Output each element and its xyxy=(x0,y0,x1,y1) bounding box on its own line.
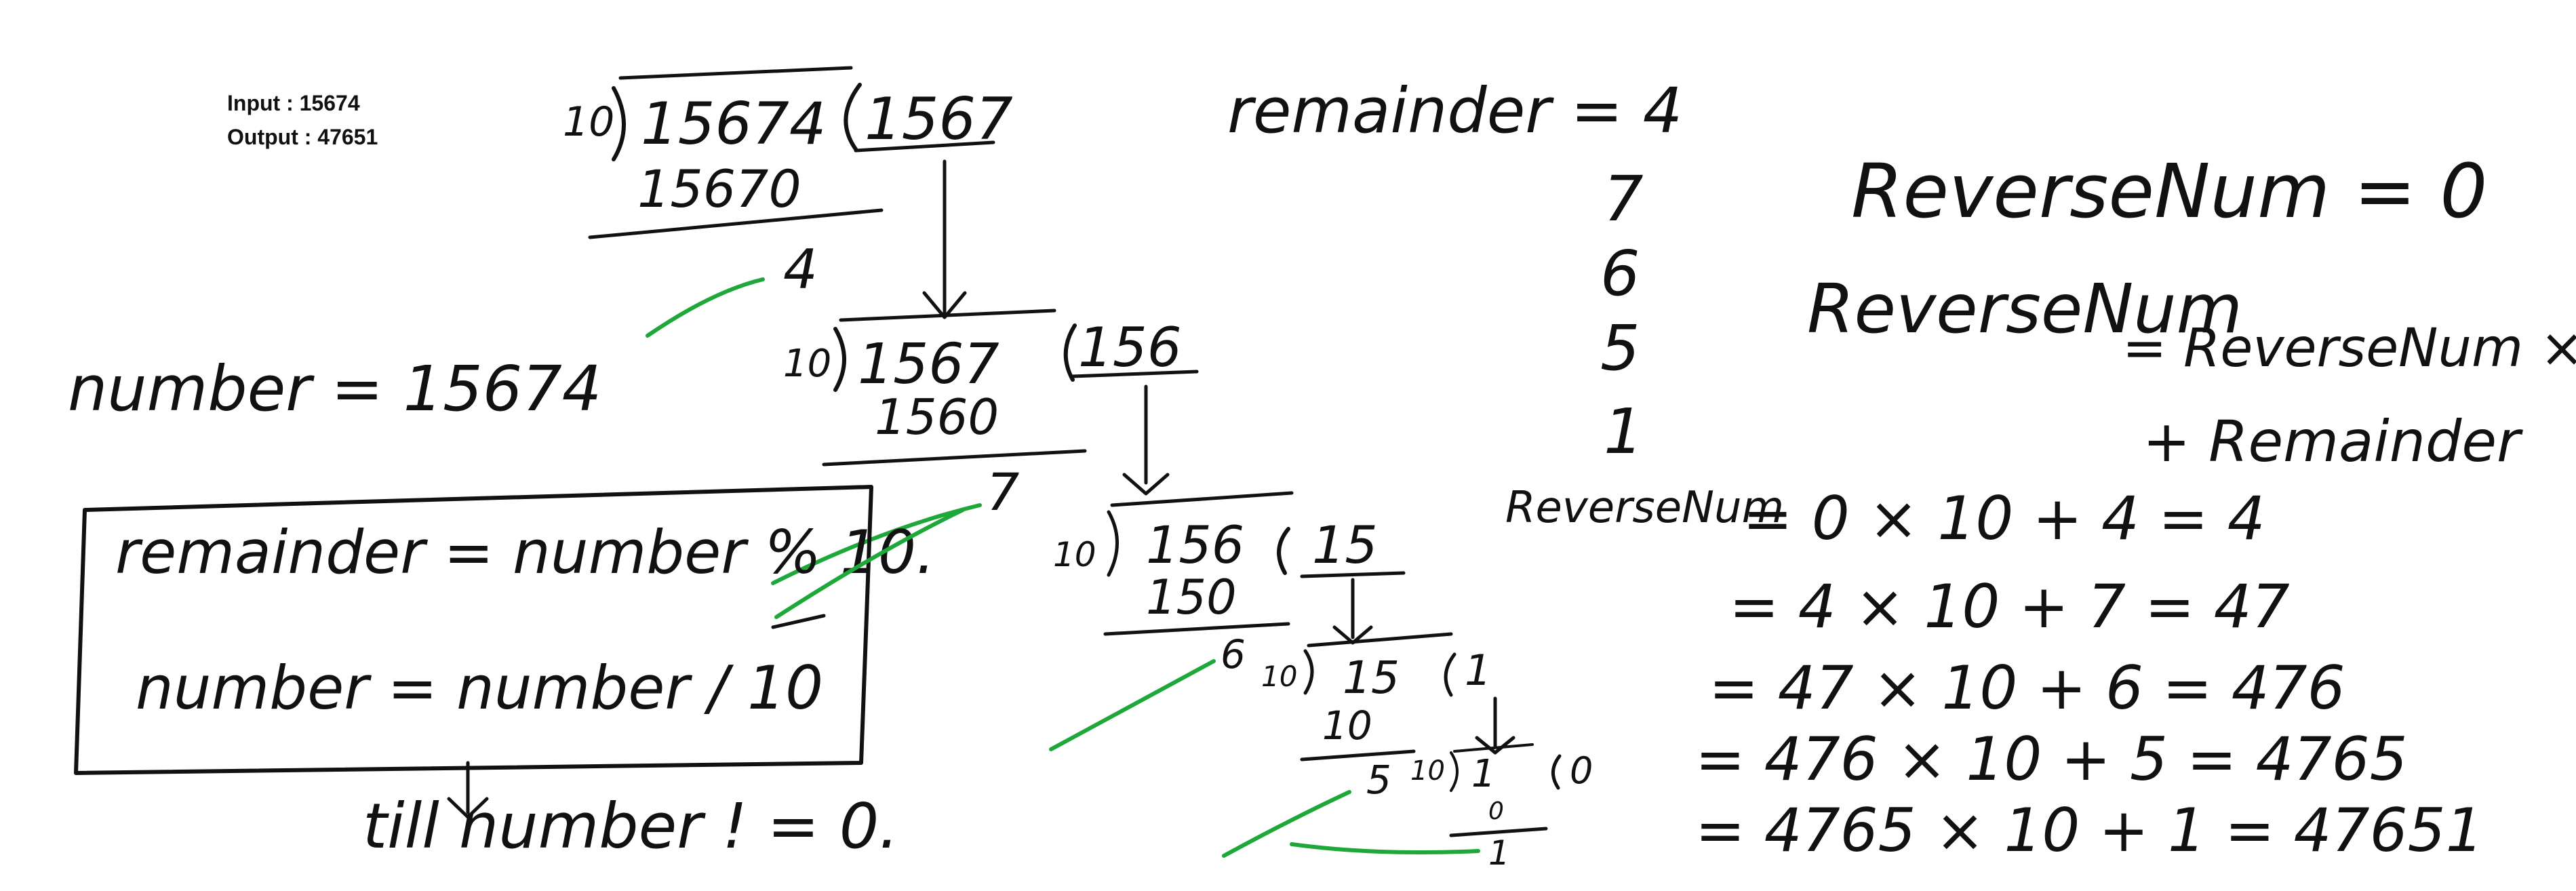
division-overline xyxy=(1453,743,1534,753)
division-overline xyxy=(1110,491,1294,507)
division-overline xyxy=(618,66,853,80)
divisor: 10 xyxy=(1261,660,1297,693)
remainder-formula: remainder = number % 10. xyxy=(115,517,935,587)
algorithm-box-border xyxy=(74,485,873,775)
division-step-4: 10 15 1 10 5 xyxy=(1222,632,1515,858)
number-assignment: number = 15674 xyxy=(68,353,601,425)
reverse-init: ReverseNum = 0 xyxy=(1851,148,2487,235)
dividend: 15 xyxy=(1343,652,1400,704)
remainder-highlight xyxy=(771,503,982,585)
quotient-underline xyxy=(1300,571,1406,578)
quotient-underline xyxy=(854,140,995,153)
division-bracket xyxy=(1303,649,1314,695)
reverse-update-rhs-cont: + Remainder xyxy=(2143,408,2523,475)
remainder: 4 xyxy=(783,238,818,301)
division-bracket xyxy=(833,327,846,392)
product: 10 xyxy=(1322,702,1372,749)
algorithm-box: remainder = number % 10. number = number… xyxy=(74,485,965,819)
division-step-1: 10 15674 1567 15670 4 xyxy=(563,66,1013,338)
reverse-update-lhs: ReverseNum xyxy=(1807,269,2242,349)
loop-arrow-head xyxy=(447,797,489,819)
subtraction-line xyxy=(1300,749,1416,761)
divisor: 10 xyxy=(783,342,831,386)
subtraction-line xyxy=(1449,827,1548,837)
subtraction-line xyxy=(588,208,884,239)
remainder: 5 xyxy=(1366,757,1391,803)
division-step-5: 10 1 0 0 1 xyxy=(1290,743,1593,873)
division-bracket xyxy=(612,86,626,161)
product: 1560 xyxy=(875,389,999,446)
trace-line: = 476 × 10 + 5 = 4765 xyxy=(1695,724,2408,794)
remainder: 7 xyxy=(987,462,1019,522)
reverse-formula: ReverseNum = 0 ReverseNum = ReverseNum ×… xyxy=(1807,148,2576,475)
quotient: 0 xyxy=(1570,749,1593,792)
trace-label: ReverseNum xyxy=(1505,483,1784,533)
loop-condition: till number ! = 0. xyxy=(363,790,899,863)
remainder: 6 xyxy=(1221,631,1246,677)
arrow-head xyxy=(1122,473,1170,496)
trace-line: = 0 × 10 + 4 = 4 xyxy=(1743,483,2265,553)
arrow-head xyxy=(922,291,967,319)
divisor: 10 xyxy=(563,98,614,146)
divisor: 10 xyxy=(1410,755,1445,787)
quotient-underline xyxy=(1071,370,1199,378)
division-bracket xyxy=(1450,751,1459,792)
remainder-value: 1 xyxy=(1604,395,1644,468)
division-bracket xyxy=(1107,510,1119,577)
formula-underline xyxy=(771,614,826,629)
input-label: Input : 15674 xyxy=(227,91,360,115)
quotient: 156 xyxy=(1078,316,1182,379)
output-label: Output : 47651 xyxy=(227,125,378,149)
arrow-head xyxy=(1475,736,1515,755)
remainder-highlight xyxy=(1290,842,1480,855)
subtraction-line xyxy=(1103,622,1290,636)
formula-highlight xyxy=(774,508,965,619)
quotient: 1 xyxy=(1465,646,1491,695)
quotient-bracket xyxy=(844,83,862,151)
product: 15670 xyxy=(637,159,801,219)
division-step-3: 10 156 15 150 6 xyxy=(1049,491,1406,751)
reverse-update-rhs: = ReverseNum × 10 xyxy=(2122,318,2576,379)
product: 0 xyxy=(1488,797,1504,825)
remainder-value: 6 xyxy=(1600,237,1640,310)
trace-line: = 47 × 10 + 6 = 476 xyxy=(1709,653,2345,723)
divisor: 10 xyxy=(1053,535,1096,574)
trace-line: = 4 × 10 + 7 = 47 xyxy=(1729,572,2290,641)
quotient-bracket xyxy=(1063,323,1077,382)
subtraction-line xyxy=(822,449,1087,467)
quotient: 15 xyxy=(1312,515,1378,575)
product: 150 xyxy=(1146,570,1237,625)
remainder: 1 xyxy=(1488,833,1510,873)
remainder-value: 5 xyxy=(1600,312,1640,384)
remainder-highlight xyxy=(646,277,765,338)
division-overline xyxy=(839,309,1056,322)
quotient-bracket xyxy=(1444,652,1457,697)
dividend: 156 xyxy=(1146,515,1244,575)
quotient-bracket xyxy=(1277,527,1290,575)
quotient-bracket xyxy=(1551,754,1562,790)
remainder-list-label: remainder = 4 xyxy=(1227,75,1682,147)
dividend: 1 xyxy=(1471,752,1496,796)
remainder-highlight xyxy=(1222,790,1351,858)
dividend: 1567 xyxy=(858,332,999,397)
trace-line: = 4765 × 10 + 1 = 47651 xyxy=(1695,795,2484,865)
remainder-value: 7 xyxy=(1604,163,1644,235)
reverse-trace: ReverseNum = 0 × 10 + 4 = 4 = 4 × 10 + 7… xyxy=(1505,483,2484,865)
division-overline xyxy=(1307,632,1453,648)
dividend: 15674 xyxy=(641,90,827,158)
remainder-highlight xyxy=(1049,659,1216,751)
remainder-list: remainder = 4 7 6 5 1 xyxy=(1227,75,1682,468)
number-update-formula: number = number / 10 xyxy=(136,653,823,723)
division-step-2: 10 1567 156 1560 7 xyxy=(771,309,1199,585)
